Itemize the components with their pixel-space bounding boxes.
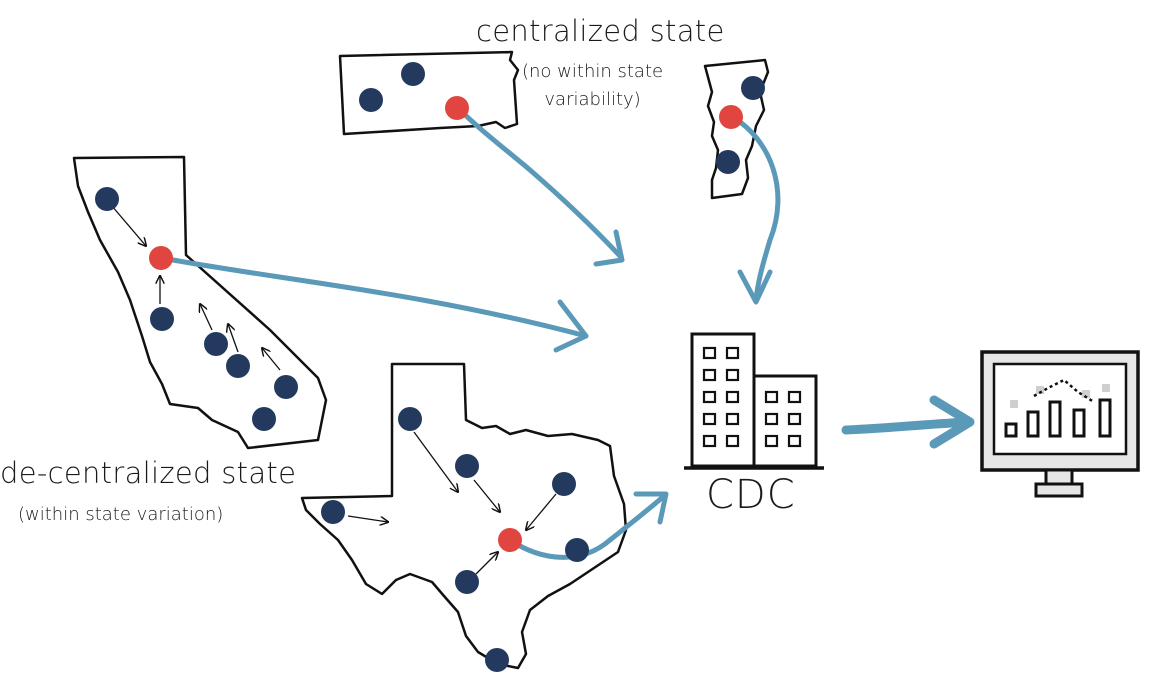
centralized-subtitle-line2: variability) [544, 89, 641, 110]
hub-dot-vermont [719, 105, 743, 129]
building-icon [684, 332, 824, 470]
arrow-tx-to-cdc [507, 493, 667, 560]
site-dot [398, 407, 422, 431]
site-dot [455, 570, 479, 594]
cdc-label: CDC [706, 472, 796, 518]
hub-dot-california [149, 246, 173, 270]
arrowhead-tx [633, 491, 669, 525]
arrowhead-dashboard [929, 395, 975, 449]
centralized-state-subtitle: (no within state variability) [522, 58, 663, 114]
arrowhead-sd [593, 229, 625, 267]
hub-dot-texas [498, 528, 522, 552]
hub-dot-south-dakota [445, 96, 469, 120]
arrow-sd-to-cdc [455, 105, 623, 259]
arrowhead-ca [553, 299, 589, 353]
hub-dots [149, 96, 743, 552]
decentralized-state-subtitle: (within state variation) [18, 504, 224, 525]
decentralized-state-title: de-centralized state [0, 456, 297, 490]
centralized-subtitle-line1: (no within state [522, 61, 664, 82]
site-dot [485, 648, 509, 672]
site-dot [252, 407, 276, 431]
site-dot [226, 354, 250, 378]
arrow-vt-to-cdc [731, 115, 781, 303]
monitor-chart-icon [980, 350, 1140, 498]
site-dot [716, 150, 740, 174]
south-dakota-map [338, 50, 520, 136]
site-dot [359, 88, 383, 112]
flow-arrows [159, 105, 975, 560]
texas-map [300, 362, 628, 670]
site-dot [455, 454, 479, 478]
arrow-cdc-to-dashboard [841, 417, 973, 435]
site-dot [204, 332, 228, 356]
site-dot [401, 62, 425, 86]
site-dot [150, 307, 174, 331]
within-state-arrows [111, 205, 557, 575]
centralized-state-title: centralized state [476, 14, 725, 48]
site-dot [565, 538, 589, 562]
site-dot [95, 187, 119, 211]
site-dot [274, 375, 298, 399]
arrowhead-vt [737, 269, 773, 305]
site-dot [321, 500, 345, 524]
site-dot [552, 472, 576, 496]
site-dot [741, 76, 765, 100]
site-dots [95, 62, 765, 672]
arrow-ca-to-cdc [159, 255, 589, 339]
